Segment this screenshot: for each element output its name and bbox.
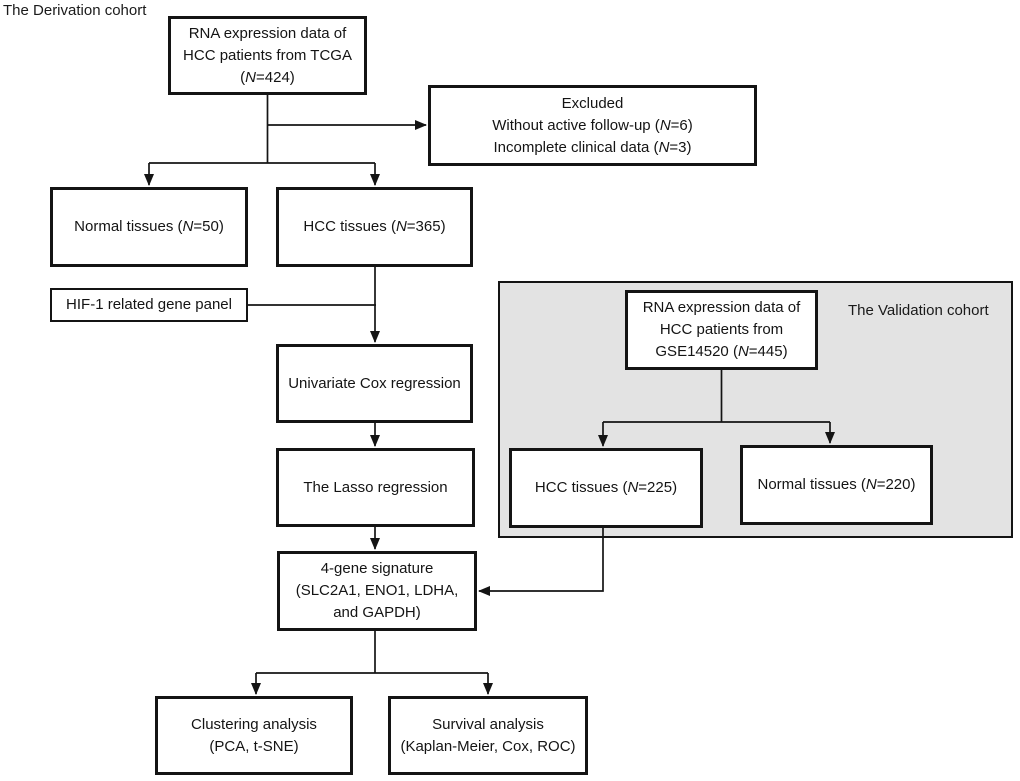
hcc-tissues-validation-box: HCC tissues (N=225) [509,448,703,528]
survival-analysis-box: Survival analysis (Kaplan-Meier, Cox, RO… [388,696,588,775]
tcga-box: RNA expression data of HCC patients from… [168,16,367,95]
gse14520-box: RNA expression data of HCC patients from… [625,290,818,370]
validation-cohort-label: The Validation cohort [848,302,989,319]
excluded-box: Excluded Without active follow-up (N=6) … [428,85,757,166]
normal-tissues-validation-box: Normal tissues (N=220) [740,445,933,525]
hcc-tissues-derivation-box: HCC tissues (N=365) [276,187,473,267]
validation-to-signature-arrow [478,528,604,596]
lasso-regression-box: The Lasso regression [276,448,475,527]
clustering-analysis-box: Clustering analysis (PCA, t-SNE) [155,696,353,775]
derivation-cohort-label: The Derivation cohort [3,2,147,19]
normal-tissues-derivation-box: Normal tissues (N=50) [50,187,248,267]
univariate-cox-box: Univariate Cox regression [276,344,473,423]
four-gene-signature-box: 4-gene signature (SLC2A1, ENO1, LDHA, an… [277,551,477,631]
hif1-gene-panel-box: HIF-1 related gene panel [50,288,248,322]
